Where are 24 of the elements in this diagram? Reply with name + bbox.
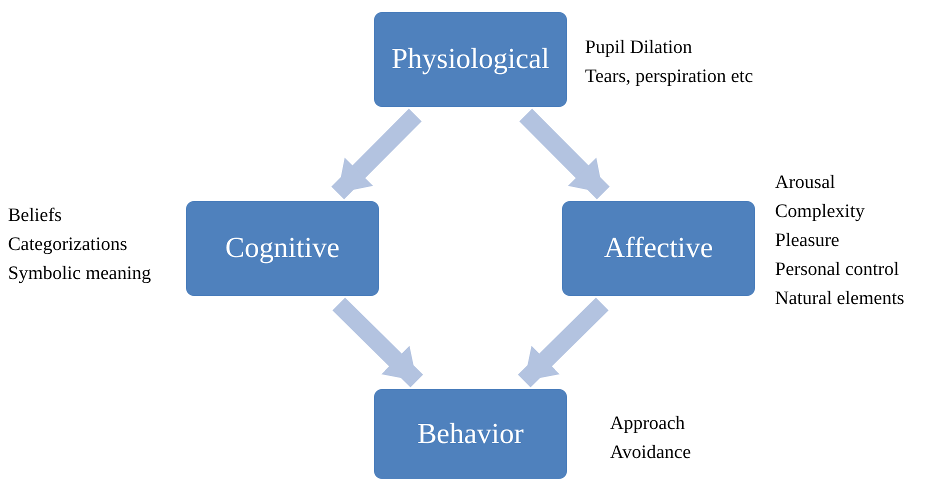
side-note: Arousal: [775, 171, 836, 195]
arrow: [519, 108, 610, 200]
side-note: Symbolic meaning: [8, 262, 152, 286]
side-note: Natural elements: [775, 287, 904, 311]
side-note: Personal control: [775, 258, 900, 282]
side-note: Approach: [610, 412, 686, 436]
side-note: Avoidance: [610, 441, 691, 465]
process-box: [562, 201, 755, 296]
side-note: Beliefs: [8, 204, 63, 228]
process-box: [186, 201, 379, 296]
process-box: [374, 389, 567, 479]
arrow: [331, 108, 422, 200]
box-label: Affective: [604, 232, 713, 265]
side-note: Pleasure: [775, 229, 840, 253]
side-note: Categorizations: [8, 233, 128, 257]
box-label: Behavior: [417, 418, 524, 450]
box-label: Physiological: [392, 43, 550, 76]
arrow: [518, 298, 609, 388]
box-label: Cognitive: [225, 232, 340, 265]
arrow: [332, 298, 424, 388]
side-note: Pupil Dilation: [585, 36, 694, 60]
side-note: Complexity: [775, 200, 866, 224]
process-box: [374, 12, 567, 107]
side-note: Tears, perspiration etc: [585, 65, 754, 89]
